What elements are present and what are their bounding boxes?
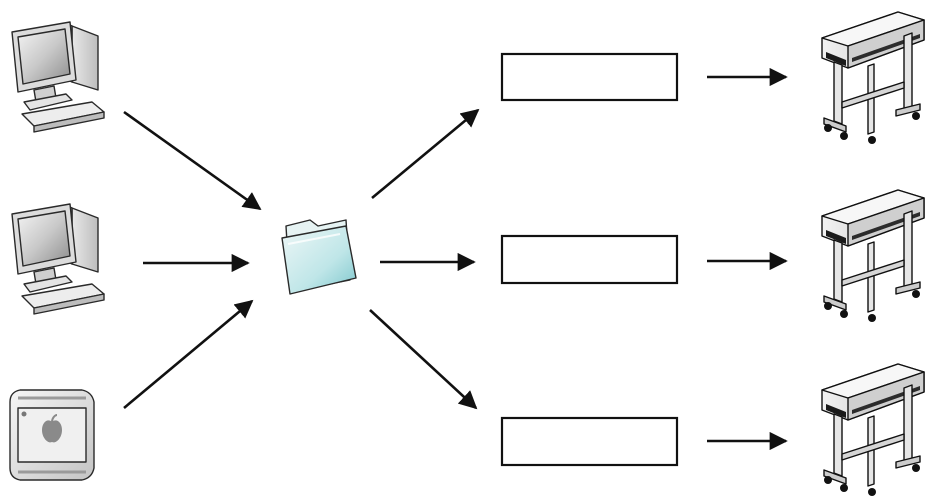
pc-desktop-icon (11, 203, 105, 315)
queue-box-2 (500, 234, 679, 285)
source-pc-2 (11, 203, 105, 315)
printer-1 (821, 11, 925, 145)
pc-desktop-icon (11, 21, 105, 133)
large-format-printer-icon (821, 189, 925, 323)
large-format-printer-icon (821, 363, 925, 497)
shared-folder (281, 219, 357, 295)
queue-box-1 (500, 52, 679, 102)
arrow-folder-to-queue-1 (371, 108, 480, 200)
arrow-mac-to-folder (123, 299, 254, 409)
printer-3 (821, 363, 925, 497)
mac-tower-icon (9, 389, 95, 481)
arrow-folder-to-queue-3 (369, 309, 478, 410)
queue-box-3 (500, 416, 679, 467)
printer-2 (821, 189, 925, 323)
large-format-printer-icon (821, 11, 925, 145)
source-mac (9, 389, 95, 481)
shared-folder-icon (281, 219, 357, 295)
arrow-pc1-to-folder (123, 110, 262, 211)
source-pc-1 (11, 21, 105, 133)
